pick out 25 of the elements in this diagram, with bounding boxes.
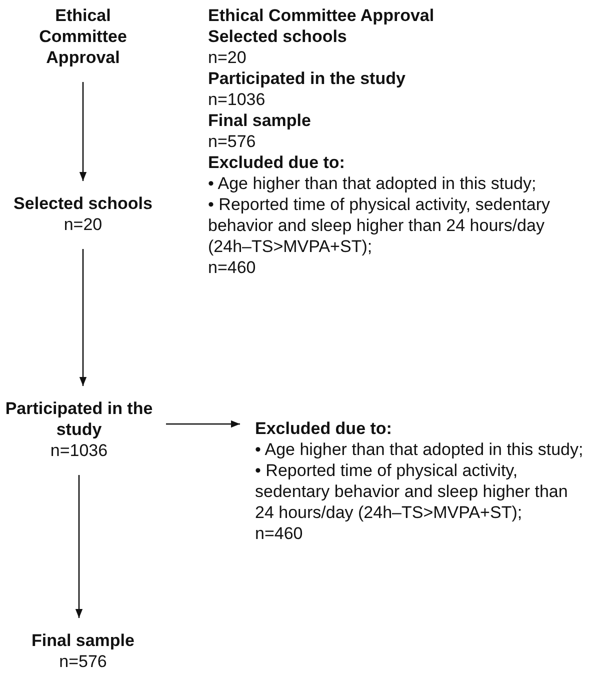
step-detail: n=20	[62, 214, 104, 235]
arrow	[75, 475, 83, 618]
heading-text: Excluded due to:	[208, 152, 346, 173]
step-heading: Excluded due to:	[255, 418, 393, 439]
detail-text: • Age higher than that adopted in this study;	[208, 173, 538, 194]
step-detail: n=576	[58, 651, 108, 672]
heading-text: Ethical Committee Approval	[208, 5, 436, 26]
step-detail: • Age higher than that adopted in this study;	[255, 439, 584, 460]
detail-text: n=20	[208, 47, 248, 68]
detail-text: n=576	[208, 131, 257, 152]
arrow	[79, 82, 87, 181]
step-detail: n=460	[255, 523, 304, 544]
heading-text: Selected schools	[208, 26, 348, 47]
detail-text: • Reported time of physical activity, sedentary behavior and sleep higher than 24 hours/day (24h–TS>MVPA+ST);	[208, 194, 552, 257]
arrow	[166, 420, 240, 428]
step-heading: Final sample	[30, 630, 136, 651]
step-detail: • Reported time of physical activity, sedentary behavior and sleep higher than 24 hours/day (24h–TS>MVPA+ST);	[255, 460, 569, 523]
step-heading: Selected schools	[12, 193, 154, 214]
heading-text: Final sample	[208, 110, 312, 131]
step-detail: n=1036	[49, 440, 109, 461]
step-heading: Ethical Committee Approval	[38, 5, 128, 68]
detail-text: n=1036	[208, 89, 266, 110]
heading-text: Participated in the study	[208, 68, 406, 89]
arrow	[79, 249, 87, 386]
detail-text: n=460	[208, 257, 257, 278]
